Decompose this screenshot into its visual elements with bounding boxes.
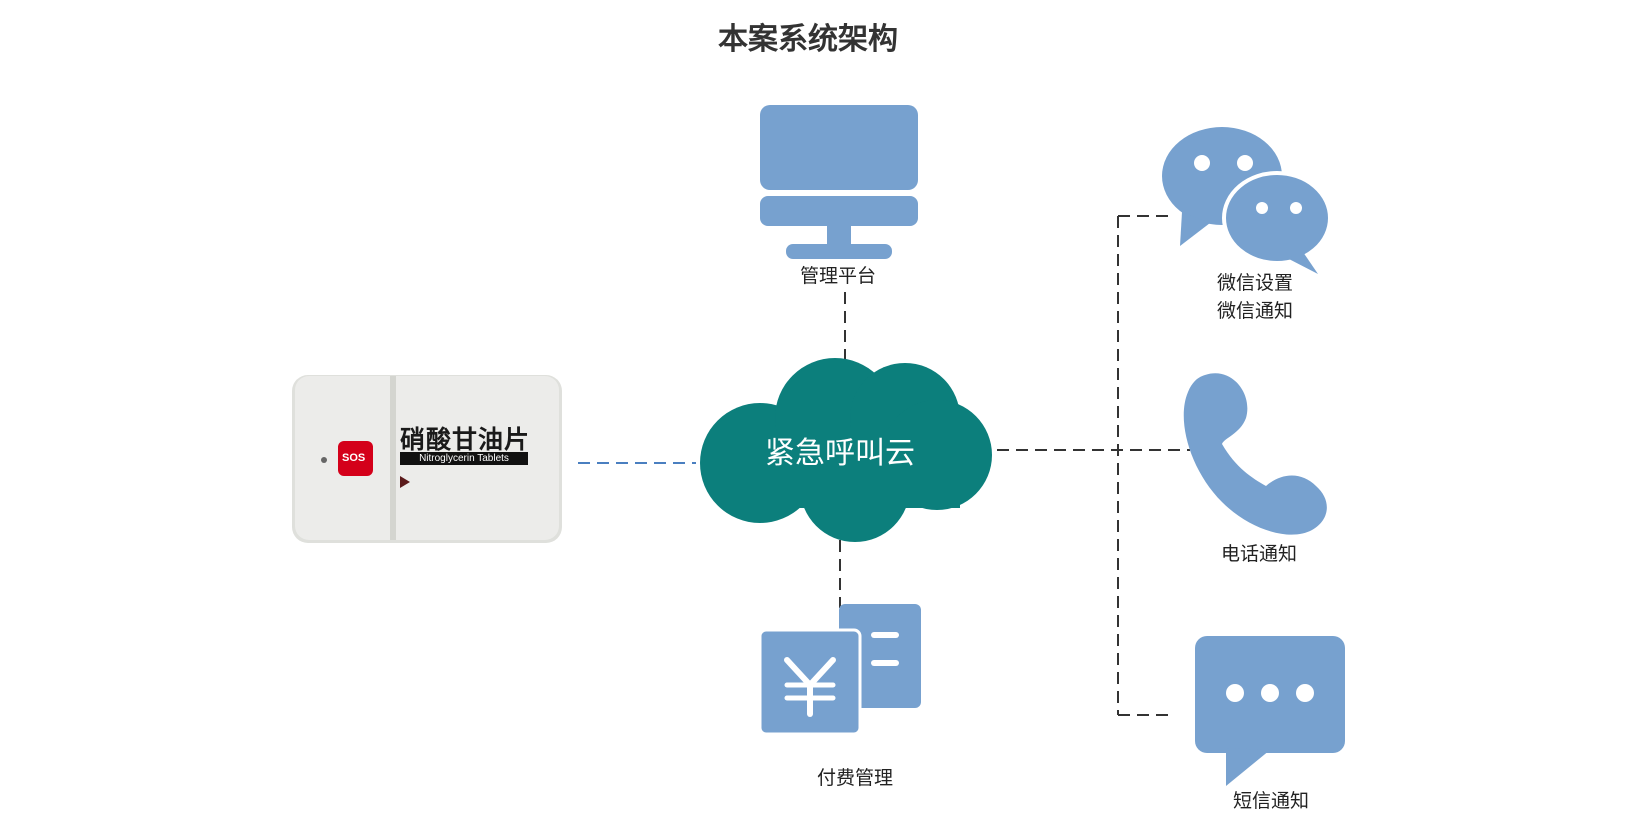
arrow-icon <box>400 476 410 488</box>
phone-icon <box>1183 373 1327 535</box>
yuan-bill-icon <box>758 604 921 736</box>
wechat-setting-label: 微信设置 <box>1216 272 1293 294</box>
page-title: 本案系统架构 <box>718 22 898 57</box>
device-name-zh: 硝酸甘油片 <box>400 425 531 454</box>
indicator-light <box>321 457 327 463</box>
monitor-icon <box>760 105 918 259</box>
wechat-icon <box>1162 127 1332 274</box>
sos-button <box>338 441 373 476</box>
cloud-label: 紧急呼叫云 <box>765 436 915 471</box>
device-name-en: Nitroglycerin Tablets <box>400 452 528 465</box>
management-label: 管理平台 <box>799 265 876 287</box>
payment-label: 付费管理 <box>816 767 893 789</box>
sms-label: 短信通知 <box>1232 790 1309 812</box>
wechat-notify-label: 微信通知 <box>1216 300 1293 322</box>
sos-label: SOS <box>342 452 366 464</box>
sms-bubble-icon <box>1195 636 1345 786</box>
cloud-shape <box>700 358 992 542</box>
connector-cloud-payment <box>839 540 853 608</box>
phone-label: 电话通知 <box>1220 543 1297 565</box>
